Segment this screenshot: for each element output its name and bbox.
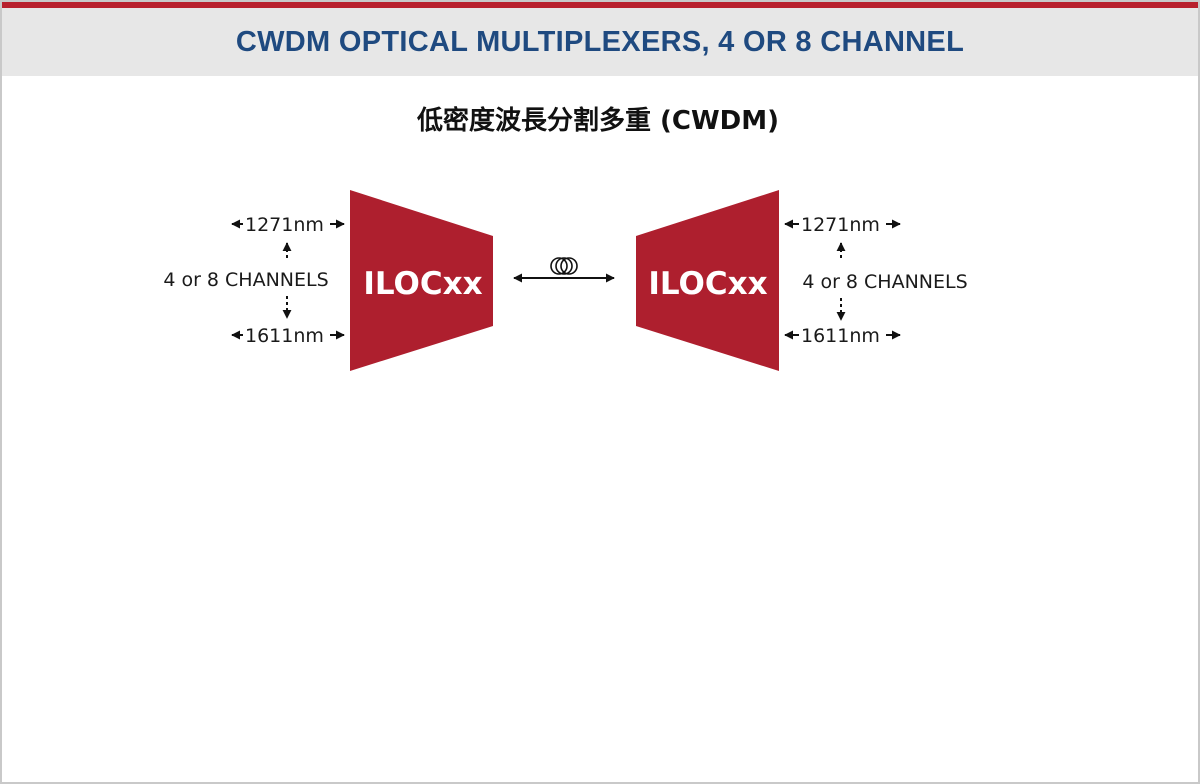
right-mux-label: ILOCxx <box>648 266 767 302</box>
left-bottom-wavelength: 1611nm <box>245 325 324 347</box>
left-multiplexer: ILOCxx <box>350 190 493 371</box>
left-top-wavelength: 1271nm <box>245 214 324 236</box>
right-top-wavelength: 1271nm <box>801 214 880 236</box>
fiber-link <box>513 257 615 283</box>
diagram-subtitle: 低密度波長分割多重 (CWDM) <box>416 106 780 136</box>
left-mux-label: ILOCxx <box>363 266 482 302</box>
fiber-coil-icon <box>550 257 578 275</box>
right-channel-count: 4 or 8 CHANNELS <box>802 271 967 293</box>
left-channel-count: 4 or 8 CHANNELS <box>163 269 328 291</box>
left-mux-block <box>350 190 493 371</box>
right-channel-labels: 1271nm 4 or 8 CHANNELS 1611nm <box>784 214 968 347</box>
page-title: CWDM OPTICAL MULTIPLEXERS, 4 OR 8 CHANNE… <box>235 25 965 58</box>
header-band: CWDM OPTICAL MULTIPLEXERS, 4 OR 8 CHANNE… <box>2 8 1198 76</box>
right-bottom-wavelength: 1611nm <box>801 325 880 347</box>
top-accent-rule <box>2 2 1198 8</box>
left-channel-labels: 1271nm 4 or 8 CHANNELS 1611nm <box>163 214 345 347</box>
right-mux-block <box>636 190 779 371</box>
right-multiplexer: ILOCxx <box>636 190 779 371</box>
